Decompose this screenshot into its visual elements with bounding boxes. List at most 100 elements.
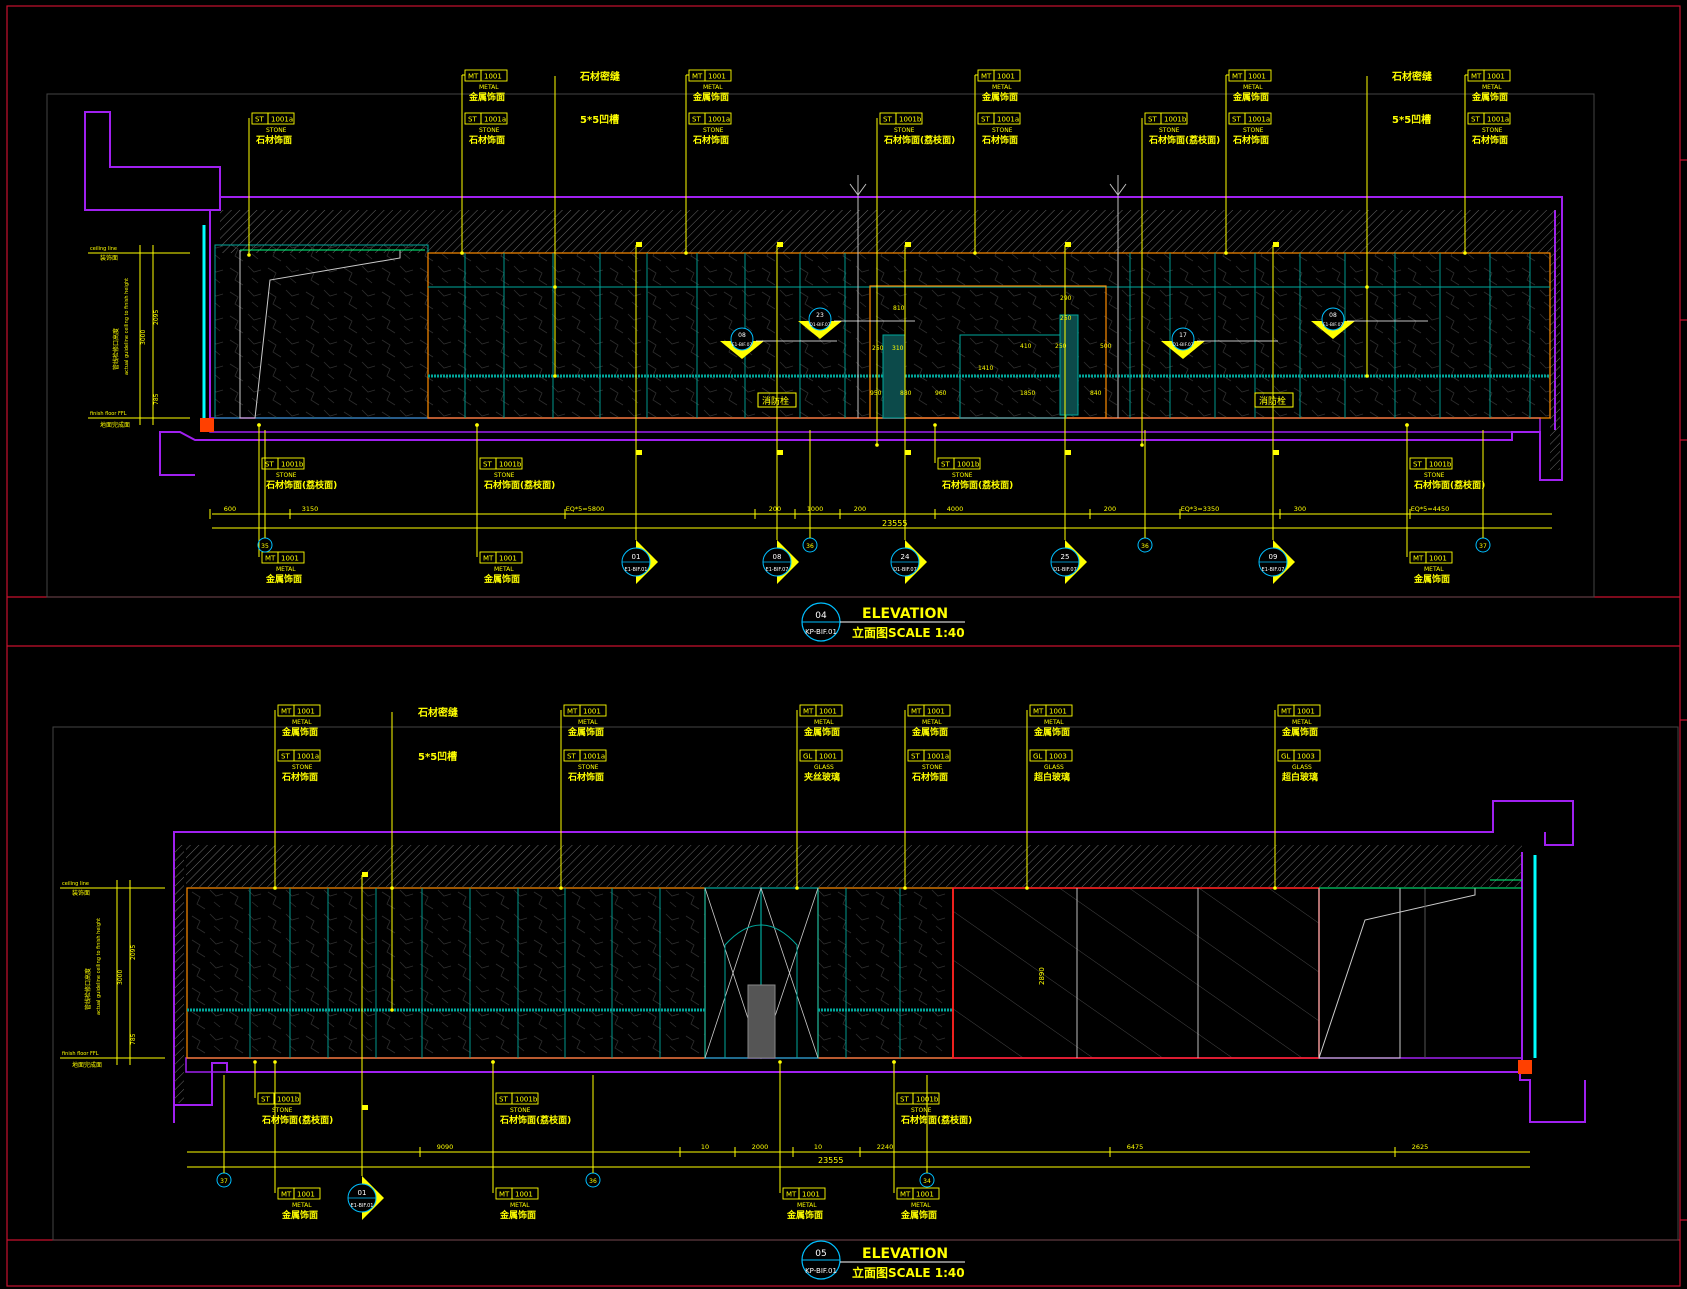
upper-stone-extra-0-kind: ST: [255, 116, 264, 124]
lower-bottom-stone-1-code-box: [511, 1092, 539, 1105]
upper-top-marker-1-ref: D1-BIF.07: [809, 322, 830, 328]
upper-metal-tag-4-kind: MT: [1471, 73, 1482, 81]
upper-bottom-metal-1-code: 1001: [499, 555, 517, 563]
lower-second-tag-4-kind: GL: [1033, 753, 1042, 761]
upper-bottom-stone-0-kind: ST: [265, 461, 274, 469]
lower-bottom-metal-2-code: 1001: [802, 1191, 820, 1199]
upper-stone-tag-0-code-box: [480, 112, 508, 125]
lower-section-flag-b-0: [362, 1105, 368, 1110]
lower-metal-tag-2-kind: MT: [803, 708, 814, 716]
upper-interior-dim-2: 310: [892, 345, 904, 352]
lower-right-wall: [1318, 879, 1522, 1059]
upper-interior-dim-7: 960: [935, 390, 947, 397]
lower-second-tag-3-code-box: [923, 749, 951, 762]
upper-stone-extra-2-code-box: [1160, 112, 1188, 125]
upper-top-marker-0-ref: E1-BIF.07: [732, 342, 753, 348]
upper-stone-extra-leader-0-dot: [247, 253, 251, 257]
upper-metal-tag-4-en: METAL: [1482, 84, 1502, 91]
lower-second-tag-0-cn: 石材饰面: [281, 771, 318, 783]
lower-second-tag-3-code: 1001a: [927, 753, 949, 761]
upper-bottom-stone-0-en: STONE: [276, 472, 297, 479]
upper-bottom-metal-1-leader-dot: [475, 423, 479, 427]
upper-section-marker-3-ref: D1-BIF.07: [1053, 567, 1077, 573]
upper-elevation: 消防栓 消防栓 MT1001METAL金属饰面ST1001aSTONE石材饰面M…: [84, 69, 1563, 642]
upper-dim-0: 600: [224, 505, 236, 513]
lower-second-tag-4-cn: 超白玻璃: [1033, 771, 1070, 783]
upper-bottom-metal-0-cn: 金属饰面: [265, 573, 302, 585]
upper-top-marker-0-num: 08: [738, 332, 746, 339]
upper-metal-tag-3-kind: MT: [1232, 73, 1243, 81]
lower-floor-band: [185, 1057, 1523, 1073]
lower-metal-tag-0-code: 1001: [297, 708, 315, 716]
upper-metal-tag-0-code-box: [480, 69, 508, 82]
upper-stone-tag-2-en: STONE: [992, 127, 1013, 134]
upper-section-flag-0: [636, 242, 642, 247]
upper-floor-band: [209, 417, 1541, 433]
upper-bottom-stone-0-cn: 石材饰面(荔枝面): [265, 479, 337, 491]
upper-bottom-stone-1-code-box: [495, 457, 523, 470]
upper-bottom-stone-2-leader-dot: [933, 423, 937, 427]
upper-interior-dim-0: 810: [893, 305, 905, 312]
upper-stone-tag-0-cn: 石材饰面: [468, 134, 505, 146]
lower-bottom-metal-0-en: METAL: [292, 1202, 312, 1209]
upper-stone-extra-1-cn: 石材饰面(荔枝面): [883, 134, 955, 146]
upper-metal-tag-3-cn: 金属饰面: [1232, 91, 1269, 103]
lower-grid-bubble-1-label: 36: [589, 1178, 597, 1185]
lower-glass-panels: [952, 887, 1320, 1059]
upper-metal-tag-1-kind: MT: [692, 73, 703, 81]
lower-side-label-floor: finish floor FFL: [62, 1051, 99, 1057]
lower-metal-tag-3-en: METAL: [922, 719, 942, 726]
lower-metal-tag-4-cn: 金属饰面: [1033, 726, 1070, 738]
upper-interior-dim-6: 880: [900, 390, 912, 397]
upper-bottom-stone-2-cn: 石材饰面(荔枝面): [941, 479, 1013, 491]
upper-dim-2: EQ*5=5800: [566, 505, 605, 513]
lower-glass-door: [704, 886, 819, 1060]
upper-side-dims: [88, 245, 190, 425]
upper-ceiling-hatch: [220, 210, 1552, 253]
upper-interior-dim-10: 1410: [978, 365, 993, 372]
lower-bottom-stone-0-cn: 石材饰面(荔枝面): [261, 1114, 333, 1126]
detail-bubble-icon: [1321, 307, 1345, 331]
upper-side-label-ceiling: ceiling line: [90, 246, 117, 252]
lower-metal-tag-4-code-box: [1045, 704, 1073, 717]
upper-stone-extra-2-en: STONE: [1159, 127, 1180, 134]
lower-bottom-stone-2-code-box: [912, 1092, 940, 1105]
upper-section-marker-1-num: 08: [773, 553, 782, 561]
lower-dim-1: 10: [701, 1143, 709, 1151]
lower-seal-label: 石材密缝: [417, 706, 458, 719]
upper-interior-dim-4: 250: [1060, 315, 1072, 322]
upper-bottom-metal-0-code-box: [277, 551, 305, 564]
upper-bottom-metal-2-cn: 金属饰面: [1413, 573, 1450, 585]
upper-bottom-metal-2-code: 1001: [1429, 555, 1447, 563]
upper-section-flag-4: [1273, 242, 1279, 247]
lower-metal-tag-5-cn: 金属饰面: [1281, 726, 1318, 738]
upper-stone-tag-1-code-box: [704, 112, 732, 125]
upper-stone-tag-1-kind: ST: [692, 116, 701, 124]
lower-second-tag-3-kind: ST: [911, 753, 920, 761]
upper-dim-1: 3150: [302, 505, 319, 513]
lower-metal-tag-3-code: 1001: [927, 708, 945, 716]
lower-bottom-metal-3-leader-dot: [892, 1060, 896, 1064]
lower-second-tag-2-code-box: [815, 749, 843, 762]
lower-bottom-stone-2-en: STONE: [911, 1107, 932, 1114]
upper-section-flag-b-1: [777, 450, 783, 455]
lower-bottom-stone-0-code: 1001b: [277, 1096, 300, 1104]
lower-dim-4: 2240: [877, 1143, 894, 1151]
lower-grid-bubble-0-label: 37: [220, 1178, 228, 1185]
lower-bottom-metal-2-leader-dot: [778, 1060, 782, 1064]
upper-metal-tag-1-code-box: [704, 69, 732, 82]
upper-stone-extra-2-code: 1001b: [1164, 116, 1187, 124]
lower-second-tag-1-code: 1001a: [583, 753, 605, 761]
lower-bottom-stone-0-leader-dot: [253, 1060, 257, 1064]
